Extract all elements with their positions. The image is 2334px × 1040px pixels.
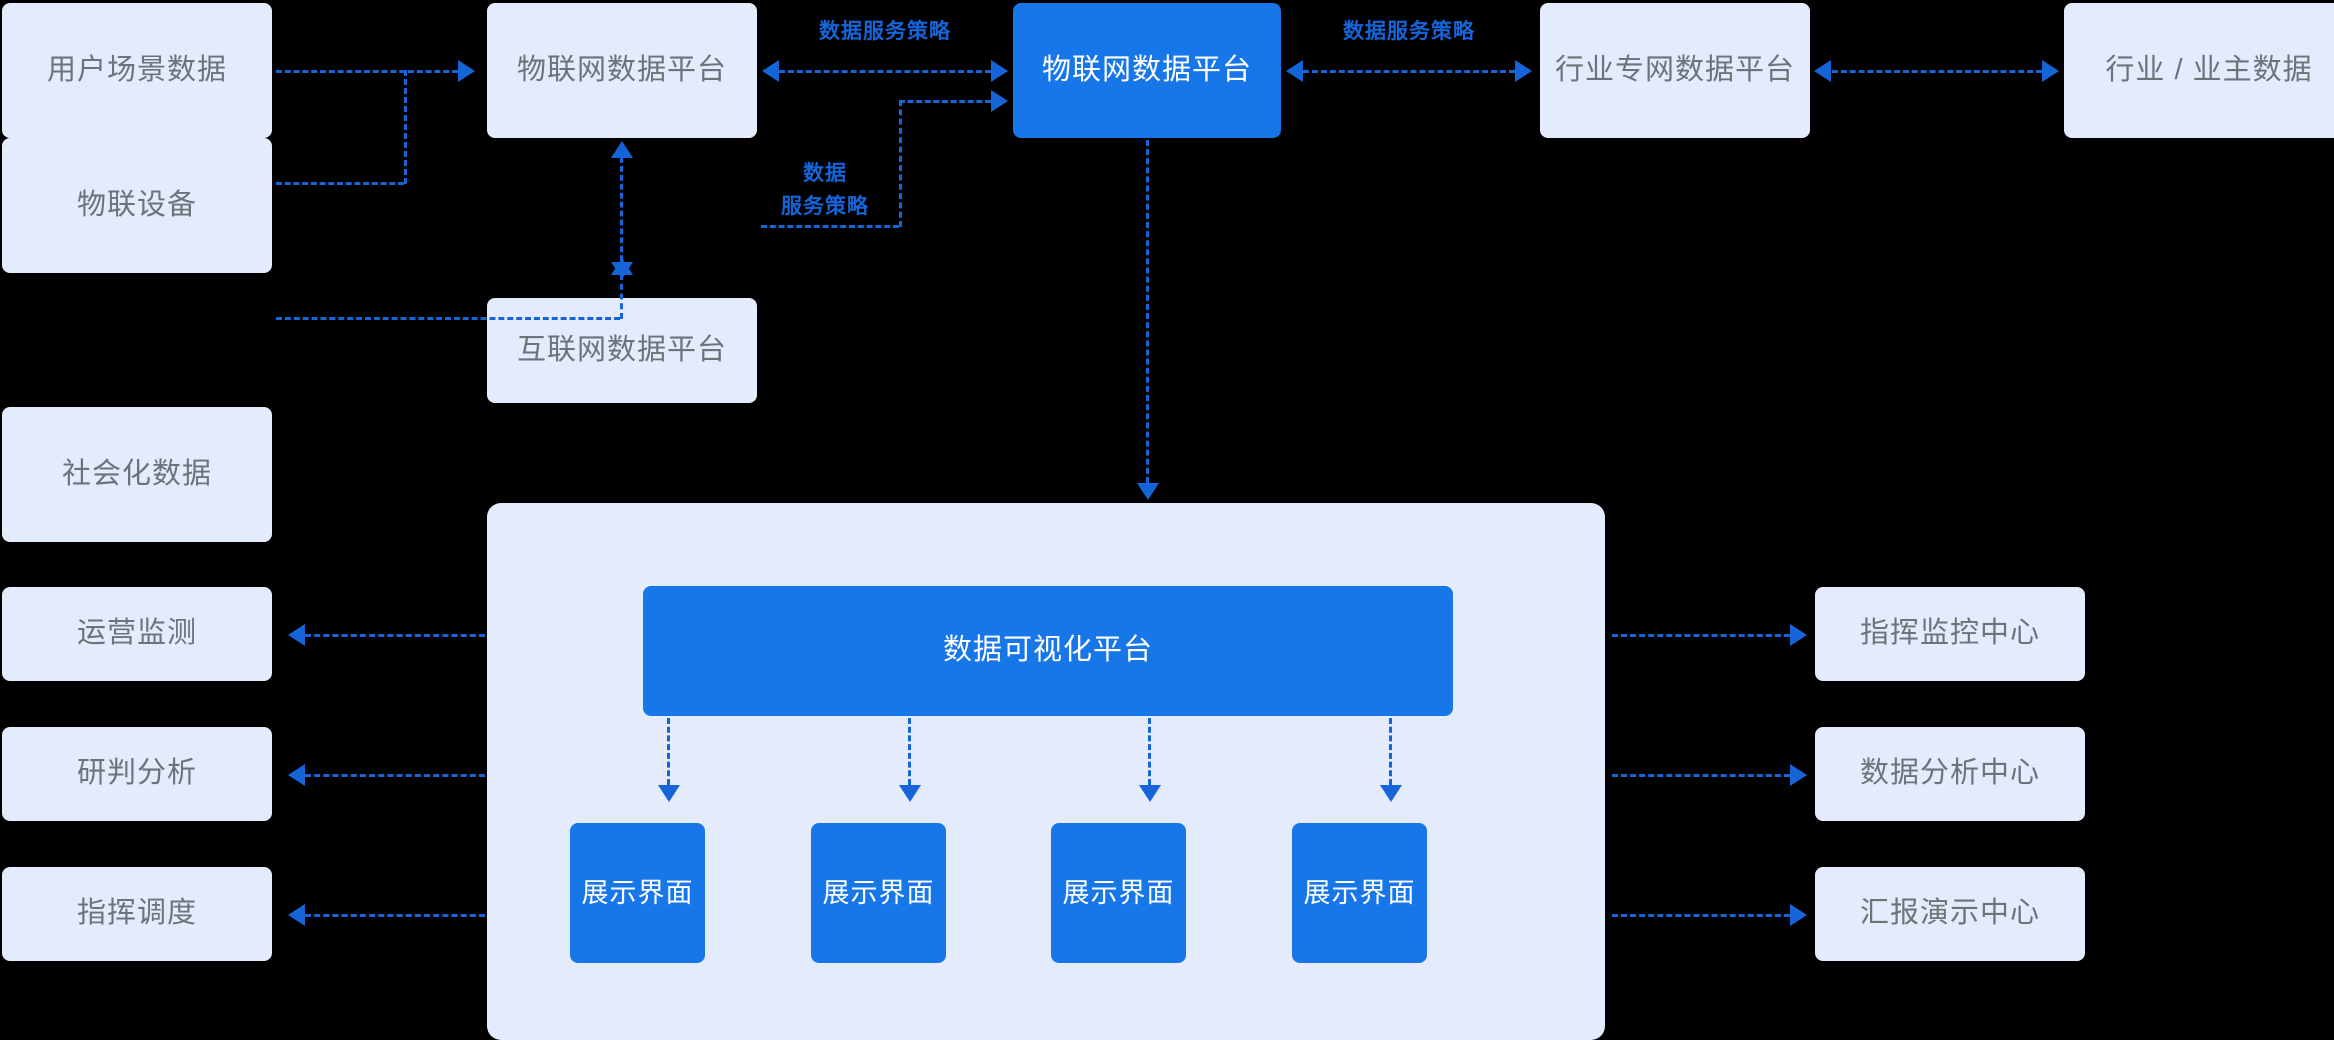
node-label: 数据分析中心 — [1859, 757, 2040, 790]
node-display-2[interactable]: 展示界面 — [811, 823, 946, 963]
edge-label-policy-left: 数据服务策略 — [819, 20, 951, 43]
edge-viz-to-display-4 — [1389, 718, 1392, 785]
node-label: 展示界面 — [1303, 877, 1416, 908]
edge-core-to-industry — [1303, 70, 1515, 73]
arrowhead-left — [288, 904, 305, 926]
node-data-analysis-center[interactable]: 数据分析中心 — [1815, 727, 2085, 821]
edge-platform1-to-core — [779, 70, 991, 73]
arrowhead-up — [611, 141, 633, 158]
node-operation-monitoring[interactable]: 运营监测 — [2, 587, 272, 681]
edge-panel-to-analysis-judgement — [305, 774, 485, 777]
node-label: 展示界面 — [822, 877, 935, 908]
node-command-monitoring-center[interactable]: 指挥监控中心 — [1815, 587, 2085, 681]
node-user-scene-data[interactable]: 用户场景数据 — [2, 3, 272, 138]
node-display-3[interactable]: 展示界面 — [1051, 823, 1186, 963]
node-analysis-judgement[interactable]: 研判分析 — [2, 727, 272, 821]
arrowhead-left — [288, 624, 305, 646]
node-label: 社会化数据 — [61, 457, 212, 490]
node-label: 行业专网数据平台 — [1554, 53, 1795, 86]
arrowhead-down — [1137, 483, 1159, 500]
node-label: 指挥调度 — [76, 897, 197, 930]
edge-viz-to-display-3 — [1148, 718, 1151, 785]
node-label: 用户场景数据 — [46, 53, 227, 86]
edge-panel-to-command-dispatch — [305, 914, 485, 917]
node-data-visualization-platform[interactable]: 数据可视化平台 — [643, 586, 1453, 716]
edge-iot-device-horizontal — [276, 182, 404, 185]
node-label: 物联网数据平台 — [516, 53, 727, 86]
node-display-1[interactable]: 展示界面 — [570, 823, 705, 963]
arrowhead-right — [2042, 60, 2059, 82]
node-label: 运营监测 — [76, 617, 197, 650]
node-display-4[interactable]: 展示界面 — [1292, 823, 1427, 963]
arrowhead-down — [658, 785, 680, 802]
node-label: 行业 / 业主数据 — [2105, 53, 2313, 86]
arrowhead-down — [1380, 785, 1402, 802]
edge-industry-to-owner — [1832, 70, 2042, 73]
node-report-presentation-center[interactable]: 汇报演示中心 — [1815, 867, 2085, 961]
edge-iot-device-riser — [404, 70, 407, 184]
arrowhead-down — [611, 262, 633, 279]
arrowhead-down — [899, 785, 921, 802]
edge-viz-to-display-2 — [908, 718, 911, 785]
node-command-dispatch[interactable]: 指挥调度 — [2, 867, 272, 961]
edge-panel-to-report-presentation-center — [1612, 914, 1790, 917]
edge-core-to-visualization — [1146, 140, 1149, 483]
node-label: 展示界面 — [1062, 877, 1175, 908]
node-iot-data-platform-core[interactable]: 物联网数据平台 — [1013, 3, 1281, 138]
arrowhead-right — [1790, 764, 1807, 786]
node-label: 展示界面 — [581, 877, 694, 908]
edge-panel-to-command-monitoring-center — [1612, 634, 1790, 637]
arrowhead-left — [1286, 60, 1303, 82]
edge-internet-to-core-horizontal-bottom — [761, 225, 899, 228]
edge-user-scene-to-platform — [276, 70, 458, 73]
node-iot-device[interactable]: 物联设备 — [2, 138, 272, 273]
arrowhead-right — [991, 90, 1008, 112]
edge-social-data-riser — [620, 274, 623, 319]
node-social-data[interactable]: 社会化数据 — [2, 407, 272, 542]
edge-social-data-horizontal — [276, 317, 620, 320]
edge-panel-to-data-analysis-center — [1612, 774, 1790, 777]
node-industry-owner-data[interactable]: 行业 / 业主数据 — [2064, 3, 2334, 138]
node-label: 汇报演示中心 — [1859, 897, 2040, 930]
edge-label-policy-mid: 数据 服务策略 — [781, 162, 869, 218]
edge-internet-to-iot-vertical — [620, 157, 623, 279]
arrowhead-right — [1790, 624, 1807, 646]
node-label: 指挥监控中心 — [1859, 617, 2040, 650]
arrowhead-right — [1790, 904, 1807, 926]
edge-viz-to-display-1 — [667, 718, 670, 785]
node-industry-private-network-platform[interactable]: 行业专网数据平台 — [1540, 3, 1810, 138]
node-label: 互联网数据平台 — [516, 333, 727, 366]
arrowhead-down — [1139, 785, 1161, 802]
arrowhead-left — [1814, 60, 1831, 82]
node-label: 物联网数据平台 — [1041, 53, 1252, 86]
arrowhead-right — [991, 60, 1008, 82]
node-label: 研判分析 — [76, 757, 197, 790]
edge-internet-to-core-riser — [899, 100, 902, 227]
node-label: 数据可视化平台 — [942, 634, 1153, 667]
edge-label-policy-right: 数据服务策略 — [1343, 20, 1475, 43]
edge-internet-to-core-horizontal-top — [899, 100, 991, 103]
arrowhead-left — [762, 60, 779, 82]
node-iot-data-platform-1[interactable]: 物联网数据平台 — [487, 3, 757, 138]
edge-panel-to-operation-monitoring — [305, 634, 485, 637]
arrowhead-right — [1515, 60, 1532, 82]
arrowhead-right — [458, 60, 475, 82]
arrowhead-left — [288, 764, 305, 786]
node-label: 物联设备 — [76, 188, 197, 221]
